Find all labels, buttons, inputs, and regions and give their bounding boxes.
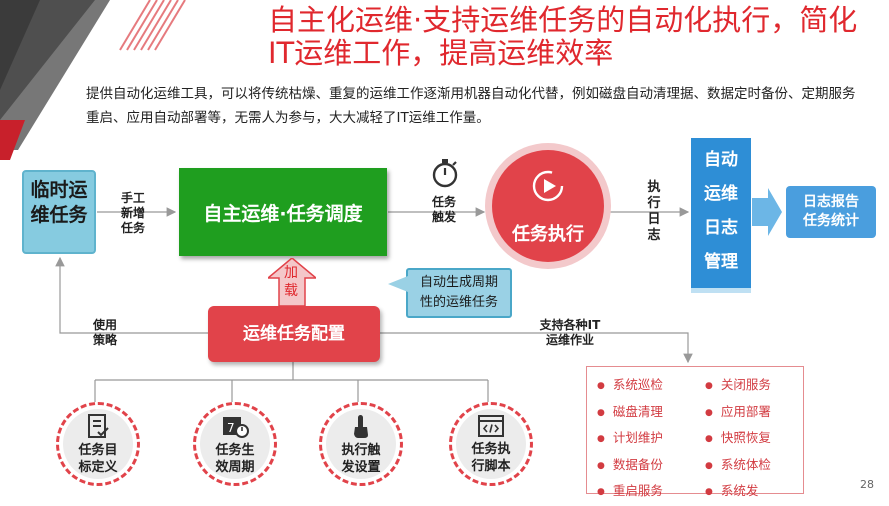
task-config-label: 运维任务配置 [243,324,345,344]
use-strategy-label: 使用策略 [92,318,117,347]
corner-decoration [0,0,186,160]
circle-label: 任务执行脚本 [471,441,511,474]
load-label: 加载 [284,265,298,299]
stopwatch-icon [432,159,458,188]
checklist-icon [88,413,109,438]
load-arrow [268,258,316,306]
temp-task-box: 临时运维任务 [22,170,96,254]
ops-list-box: 系统巡检 磁盘清理 计划维护 数据备份 重启服务 关闭服务 应用部署 快照恢复 … [586,366,804,498]
hand-pointer-icon [354,414,368,438]
play-refresh-icon [532,170,564,202]
task-execute-label: 任务执行 [512,224,584,245]
goal-definition-circle: 任务目标定义 [56,402,140,486]
list-item: 系统巡检 [597,373,663,400]
code-window-icon [478,414,504,437]
list-item: 系统发 [705,479,771,506]
auto-log-box: 自动运维日志管理 [691,138,751,288]
list-item: 关闭服务 [705,373,771,400]
callout-pointer [388,276,408,292]
circle-label: 任务生效周期 [215,442,255,475]
temp-task-label: 临时运维任务 [30,179,88,226]
auto-log-label: 自动运维日志管理 [704,150,738,272]
effective-period-circle: 7 任务生效周期 [193,402,277,486]
circle-label: 任务目标定义 [78,442,118,475]
description: 提供自动化运维工具，可以将传统枯燥、重复的运维工作逐渐用机器自动化代替，例如磁盘… [86,86,856,126]
list-item: 应用部署 [705,400,771,427]
task-trigger-label: 任务触发 [431,195,456,224]
auto-generate-label: 自动生成周期性的运维任务 [419,275,498,310]
task-config-box: 运维任务配置 [208,306,380,362]
list-item: 计划维护 [597,426,663,453]
list-item: 磁盘清理 [597,400,663,427]
exec-log-label: 执行日志 [647,180,661,243]
auto-schedule-box: 自主运维·任务调度 [179,168,387,256]
list-item: 系统体检 [705,453,771,480]
log-report-box: 日志报告任务统计 [786,186,876,238]
auto-generate-callout: 自动生成周期性的运维任务 [406,268,512,318]
ops-list-left: 系统巡检 磁盘清理 计划维护 数据备份 重启服务 [597,373,663,506]
list-item: 重启服务 [597,479,663,506]
list-item: 数据备份 [597,453,663,480]
support-it-label: 支持各种IT运维作业 [539,318,601,347]
page-title: 自主化运维·支持运维任务的自动化执行，简化IT运维工作，提高运维效率 [268,3,858,70]
manual-add-label: 手工新增任务 [120,191,145,235]
page-number: 28 [860,478,874,491]
list-item: 快照恢复 [705,426,771,453]
circle-label: 执行触发设置 [341,442,381,475]
log-report-label: 日志报告任务统计 [803,194,859,229]
task-execute-circle: 任务执行 [492,150,604,262]
svg-text:7: 7 [227,421,235,435]
exec-script-circle: 任务执行脚本 [449,402,533,486]
auto-schedule-label: 自主运维·任务调度 [203,202,363,225]
calendar-clock-icon: 7 [223,416,249,438]
ops-list-right: 关闭服务 应用部署 快照恢复 系统体检 系统发 [705,373,771,506]
trigger-setting-circle: 执行触发设置 [319,402,403,486]
